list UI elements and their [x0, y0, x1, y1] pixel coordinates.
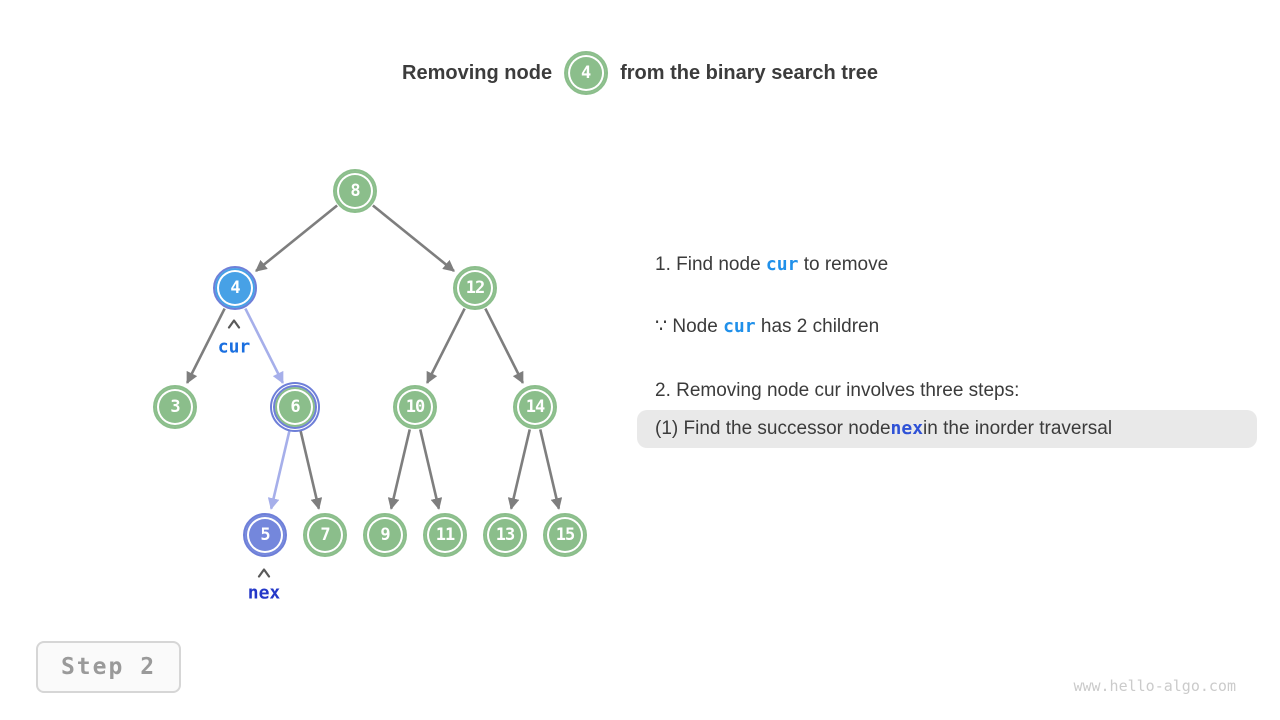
explanation-line-1: 1. Find node cur to remove	[655, 252, 888, 278]
tree-edge-10-9	[387, 429, 412, 510]
tree-node-10: 10	[393, 385, 437, 429]
tree-node-6: 6	[273, 385, 317, 429]
tree-node-8: 8	[333, 169, 377, 213]
explanation-text: to remove	[798, 254, 889, 275]
tree-edge-14-13	[507, 429, 532, 510]
tree-edge-4-3	[185, 307, 226, 384]
explanation-line-highlighted: (1) Find the successor node nex in the i…	[637, 410, 1257, 448]
tree-edge-6-7	[298, 429, 323, 510]
tree-node-4: 4	[213, 266, 257, 310]
tree-node-5: 5	[243, 513, 287, 557]
explanation-text: (1) Find the successor node	[655, 418, 891, 439]
tree-edge-10-11	[418, 429, 443, 510]
tree-edge-4-6	[244, 307, 285, 384]
explanation-text: 2. Removing node cur involves three step…	[655, 380, 1020, 401]
tree-node-11: 11	[423, 513, 467, 557]
tree-edge-12-14	[484, 307, 525, 384]
inline-code-nex: nex	[890, 418, 924, 439]
explanation-text: in the inorder traversal	[923, 418, 1113, 439]
title-node-circle: 4	[564, 51, 609, 95]
tree-node-14: 14	[513, 385, 557, 429]
step-indicator: Step 2	[36, 641, 181, 693]
tree-node-15: 15	[543, 513, 587, 557]
title-text-0: Removing node	[402, 61, 553, 84]
tree-node-7: 7	[303, 513, 347, 557]
explanation-line-3: 2. Removing node cur involves three step…	[655, 378, 1019, 404]
inline-code-cur: cur	[765, 254, 799, 275]
tree-edge-6-5	[267, 429, 292, 510]
inline-code-cur: cur	[723, 316, 756, 337]
caret-up-icon	[227, 319, 241, 329]
pointer-label-nex: nex	[247, 582, 281, 604]
tree-node-13: 13	[483, 513, 527, 557]
tree-edge-14-15	[538, 429, 563, 510]
explanation-line-2: ∵ Node cur has 2 children	[655, 314, 879, 340]
tree-node-12: 12	[453, 266, 497, 310]
explanation-text: ∵ Node	[655, 316, 724, 337]
caret-up-icon	[257, 568, 271, 578]
figure-title: Removing node 4 from the binary search tre…	[402, 51, 878, 95]
pointer-label-cur: cur	[217, 336, 251, 358]
explanation-text: 1. Find node	[655, 254, 766, 275]
tree-edge-8-12	[372, 204, 455, 273]
title-text-2: from the binary search tree	[620, 61, 878, 84]
tree-node-3: 3	[153, 385, 197, 429]
tree-edge-8-4	[255, 204, 338, 273]
tree-edge-12-10	[425, 307, 466, 384]
tree-node-9: 9	[363, 513, 407, 557]
step-indicator-label: Step 2	[60, 654, 157, 680]
watermark: www.hello-algo.com	[1073, 677, 1236, 695]
explanation-text: has 2 children	[755, 316, 880, 337]
